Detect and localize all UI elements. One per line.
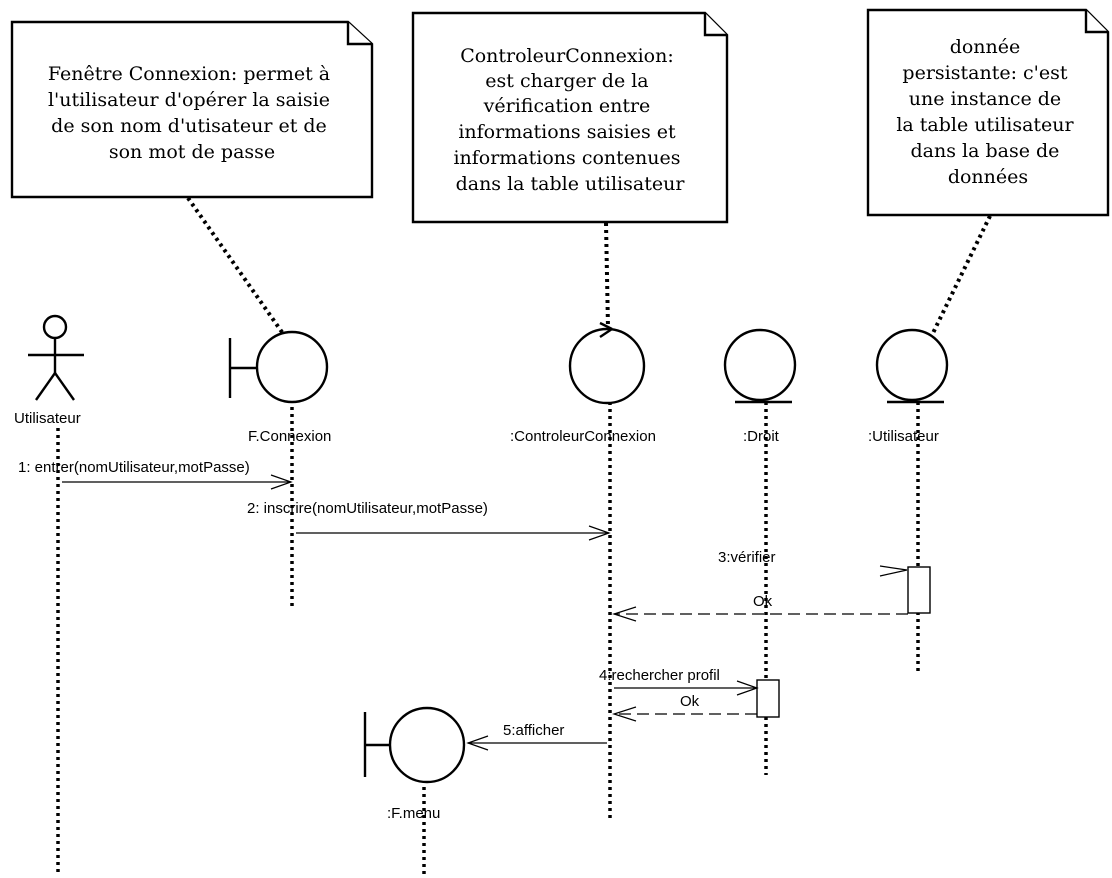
note-controleur-line: est charger de la [485,70,648,92]
note-connector-donnee [931,215,992,334]
note-donnee-line: persistante: c'est [902,62,1067,84]
svg-text:ControleurConnexion: est: ControleurConnexion: est charger de la v… [453,45,686,195]
svg-text:donnée persistante: c'es: donnée persistante: c'est une instance d… [896,36,1079,188]
activation-box [907,566,931,614]
message-label-4-return: Ok [680,693,700,710]
activation-box [756,679,780,718]
participant-label-controleur: :ControleurConnexion [510,428,656,445]
note-donnee-line: données [948,166,1028,188]
note-controleur-line: informations saisies et [458,121,676,143]
note-fenetre-line: son mot de passe [109,141,275,163]
note-donnee-persistante: donnée persistante: c'est une instance d… [866,8,1110,217]
note-fenetre-connexion: Fenêtre Connexion: permet à l'utilisateu… [10,20,374,199]
note-controleur-line: ControleurConnexion: [460,45,674,67]
note-donnee-line: donnée [950,36,1021,58]
note-controleur-line: vérification entre [483,95,651,117]
boundary-icon [363,706,466,784]
message-label-2: 2: inscrire(nomUtilisateur,motPasse) [247,500,488,517]
message-arrow-3 [879,565,908,577]
message-label-1: 1: entrer(nomUtilisateur,motPasse) [18,459,250,476]
control-icon [568,321,646,405]
note-controleur-line: dans la table utilisateur [456,173,686,195]
note-connector-controleur [604,222,610,329]
participant-label-fmenu: :F.menu [387,805,440,822]
note-donnee-line: dans la base de [911,140,1060,162]
note-controleur-connexion: ControleurConnexion: est charger de la v… [411,11,729,224]
note-controleur-line: informations contenues [453,147,680,169]
message-label-5: 5:afficher [503,722,564,739]
message-label-4: 4:rechercher profil [599,667,720,684]
svg-text:Fenêtre Connexion: permet à: Fenêtre Connexion: permet à l'utilisateu… [48,63,336,163]
note-donnee-line: la table utilisateur [896,114,1074,136]
actor-icon [28,314,84,401]
note-fenetre-line: de son nom d'utisateur et de [51,115,327,137]
participant-label-actor: Utilisateur [14,410,81,427]
note-fenetre-line: l'utilisateur d'opérer la saisie [48,89,330,111]
message-label-3: 3:vérifier [718,549,776,566]
entity-icon [723,328,797,404]
entity-icon [875,328,949,404]
participant-label-droit: :Droit [743,428,780,445]
message-label-3-return: Ok [753,593,773,610]
participant-label-utilisateur: :Utilisateur [868,428,939,445]
note-fenetre-line: Fenêtre Connexion: permet à [48,63,330,85]
note-donnee-line: une instance de [909,88,1061,110]
note-connector-fenetre [186,196,286,337]
participant-label-fconnexion: F.Connexion [248,428,331,445]
boundary-icon [228,330,329,404]
